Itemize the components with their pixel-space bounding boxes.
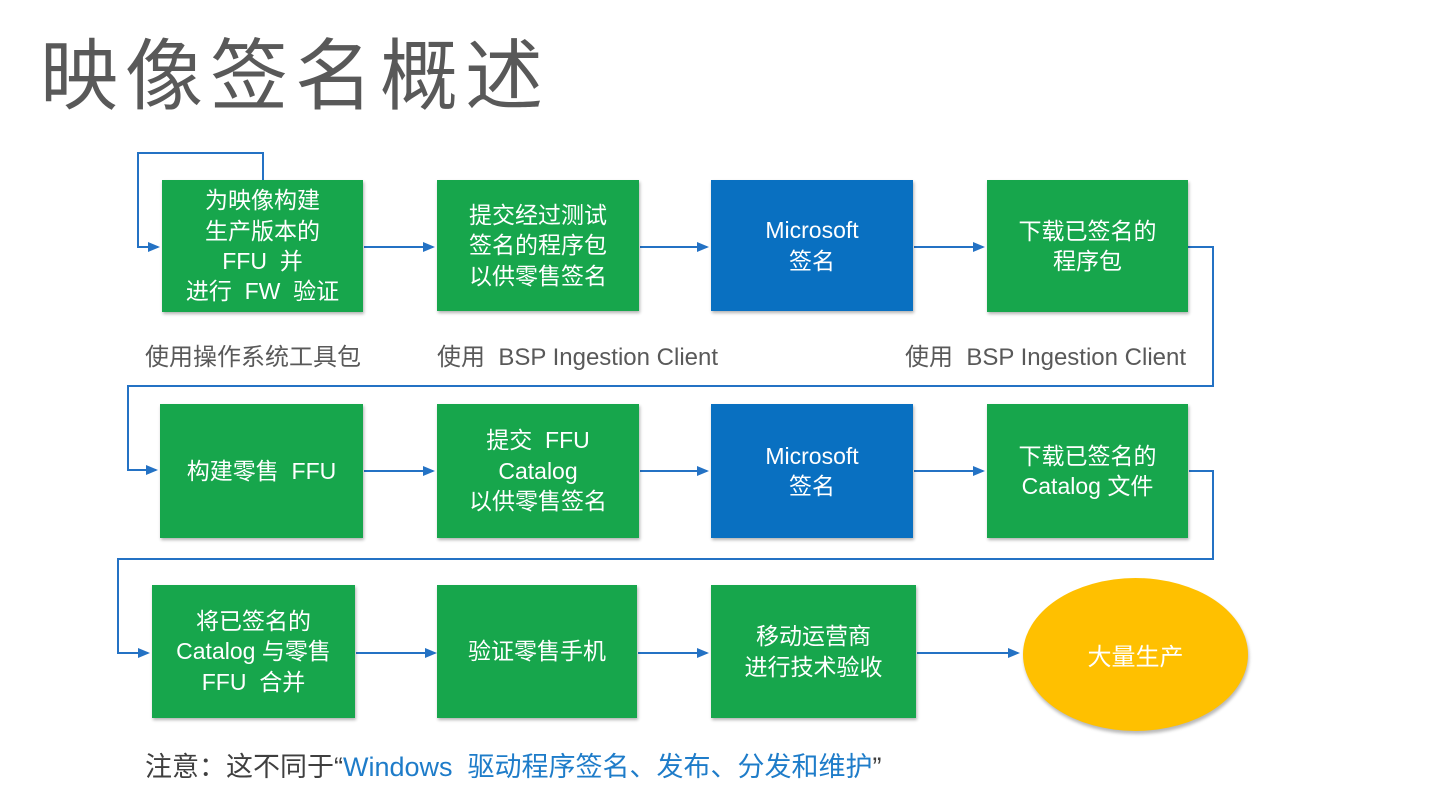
box-submit-ffu-catalog: 提交 FFU Catalog 以供零售签名 xyxy=(437,404,639,538)
caption-bsp-ingestion-2: 使用 BSP Ingestion Client xyxy=(905,344,1187,371)
box-microsoft-signing-1: Microsoft 签名 xyxy=(711,180,913,311)
box-label-line: FFU 合并 xyxy=(201,668,306,695)
box-label-line: 提交 FFU xyxy=(486,427,590,454)
box-submit-tested-packages: 提交经过测试 签名的程序包 以供零售签名 xyxy=(437,180,639,311)
box-download-signed-catalog: 下载已签名的 Catalog 文件 xyxy=(987,404,1188,538)
caption-os-toolkit: 使用操作系统工具包 xyxy=(145,344,361,371)
box-label-line: 下载已签名的 xyxy=(1018,442,1157,469)
box-label-line: 验证零售手机 xyxy=(468,638,606,665)
box-validate-retail-phone: 验证零售手机 xyxy=(437,585,637,718)
box-label-line: 移动运营商 xyxy=(756,623,871,650)
note-prefix: 注意：这不同于“ xyxy=(145,752,343,782)
note-suffix: ” xyxy=(872,752,882,782)
box-label-line: 下载已签名的 xyxy=(1018,217,1157,244)
ellipse-mass-production: 大量生产 xyxy=(1023,578,1248,731)
box-merge-catalog-ffu: 将已签名的 Catalog 与零售 FFU 合并 xyxy=(152,585,355,718)
box-label-line: 构建零售 FFU xyxy=(186,457,337,484)
box-label-line: 进行 FW 验证 xyxy=(185,278,340,305)
box-label-line: Catalog 与零售 xyxy=(176,638,331,665)
caption-bsp-ingestion-1: 使用 BSP Ingestion Client xyxy=(437,344,719,371)
box-label-line: Microsoft xyxy=(765,442,859,469)
box-build-production-ffu: 为映像构建 生产版本的 FFU 并 进行 FW 验证 xyxy=(162,180,363,312)
box-label-line: 程序包 xyxy=(1053,248,1122,274)
box-label-line: 以供零售签名 xyxy=(469,488,607,515)
box-label-line: Catalog xyxy=(498,457,578,484)
note-text: 注意：这不同于“Windows 驱动程序签名、发布、分发和维护” xyxy=(145,745,882,784)
box-label-line: FFU 并 xyxy=(222,248,303,274)
box-label-line: 签名 xyxy=(789,473,835,499)
box-build-retail-ffu: 构建零售 FFU xyxy=(160,404,363,538)
box-label-line: 生产版本的 xyxy=(205,217,320,244)
box-label-line: 进行技术验收 xyxy=(744,653,883,680)
box-label-line: 签名 xyxy=(789,247,835,274)
box-label-line: 为映像构建 xyxy=(205,187,320,214)
box-label-line: Microsoft xyxy=(765,217,859,244)
box-label-line: 提交经过测试 xyxy=(469,201,607,228)
box-label-line: 将已签名的 xyxy=(196,607,311,634)
box-download-signed-packages: 下载已签名的 程序包 xyxy=(987,180,1188,312)
box-microsoft-signing-2: Microsoft 签名 xyxy=(711,404,913,538)
box-label-line: 以供零售签名 xyxy=(469,262,607,289)
note-link[interactable]: Windows 驱动程序签名、发布、分发和维护 xyxy=(343,752,873,782)
box-label-line: Catalog 文件 xyxy=(1021,473,1154,499)
box-operator-acceptance: 移动运营商 进行技术验收 xyxy=(711,585,916,718)
box-label-line: 签名的程序包 xyxy=(469,232,607,259)
slide-title: 映像签名概述 xyxy=(40,32,551,120)
ellipse-label: 大量生产 xyxy=(1087,644,1184,671)
